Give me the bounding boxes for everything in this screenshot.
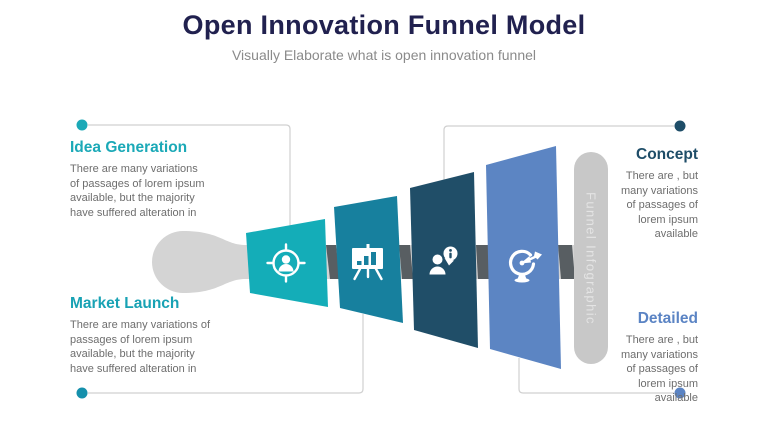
funnel-capsule-label: Funnel Infographic: [583, 191, 599, 325]
callout-idea-generation: Idea Generation There are many variation…: [70, 139, 240, 220]
market-launch-title: Market Launch: [70, 295, 180, 312]
shadow-2: [399, 245, 413, 279]
funnel-capsule: [574, 152, 608, 364]
connector-bottom-right: [518, 358, 674, 394]
funnel-stage-4-shape: [486, 146, 561, 369]
dot-detailed: [674, 387, 686, 399]
connector-lines: [88, 124, 674, 394]
callout-market-launch: Market Launch There are many variations …: [70, 295, 245, 376]
user-info-icon: [429, 246, 458, 275]
shadow-4: [558, 245, 575, 279]
funnel-bulb: [152, 231, 246, 293]
dot-concept: [674, 120, 686, 132]
connector-top-left: [88, 124, 291, 226]
detailed-title: Detailed: [637, 310, 698, 327]
target-user-icon: [266, 243, 306, 283]
dot-market-launch: [76, 387, 88, 399]
bar-shadows: [326, 245, 575, 279]
shadow-1: [326, 245, 340, 279]
idea-generation-title: Idea Generation: [70, 139, 188, 156]
slide-header: Open Innovation Funnel Model Visually El…: [0, 10, 768, 63]
detailed-body: There are , but many variations of passa…: [620, 334, 698, 405]
connector-top-right: [443, 125, 674, 180]
callout-concept: Concept There are , but many variations …: [568, 146, 698, 242]
dot-idea-generation: [76, 119, 88, 131]
page-title: Open Innovation Funnel Model: [182, 10, 586, 40]
concept-title: Concept: [636, 146, 698, 163]
target-dart-icon: [508, 249, 542, 283]
idea-generation-body: There are many variations of passages of…: [70, 163, 205, 219]
market-launch-body: There are many variations of passages of…: [70, 319, 211, 375]
page-subtitle: Visually Elaborate what is open innovati…: [231, 47, 537, 63]
funnel-stage-3-shape: [410, 172, 478, 348]
callout-detailed: Detailed There are , but many variations…: [568, 310, 698, 406]
concept-body: There are , but many variations of passa…: [620, 170, 698, 241]
presentation-chart-icon: [352, 244, 383, 281]
shadow-3: [476, 245, 490, 279]
connector-bottom-left: [88, 314, 364, 394]
